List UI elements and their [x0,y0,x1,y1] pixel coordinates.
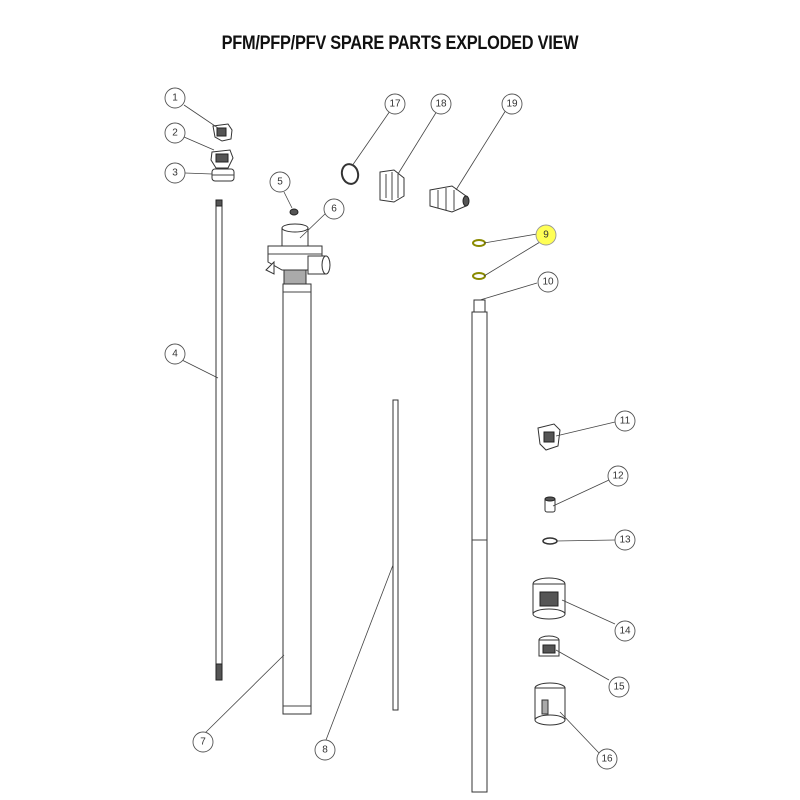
svg-text:17: 17 [389,99,401,110]
svg-text:10: 10 [542,277,554,288]
svg-text:8: 8 [322,745,328,756]
svg-text:11: 11 [620,416,631,427]
callout-13: 13 [614,529,636,551]
callout-14: 14 [614,620,636,642]
callout-11: 11 [614,410,636,432]
leader-9b [483,241,541,277]
leader-10 [479,282,538,301]
svg-text:6: 6 [331,204,337,215]
leader-4 [181,359,219,379]
part-17-gasket [340,163,360,185]
svg-text:12: 12 [612,471,624,482]
leader-3 [184,172,213,175]
callout-8: 8 [314,739,336,761]
part-16-foot-sleeve [534,682,566,726]
part-9-o-rings [472,239,486,280]
part-6-pump-head [265,223,331,287]
callout-9: 9 [535,224,557,246]
callout-15: 15 [608,676,630,698]
svg-text:3: 3 [172,168,178,179]
svg-text:4: 4 [172,349,178,360]
leader-14 [561,599,616,625]
part-2-coupling [210,149,234,169]
leader-19 [455,109,507,191]
leader-5 [283,191,293,209]
svg-text:1: 1 [172,93,178,104]
part-14-impeller-housing [532,577,566,620]
callout-1: 1 [164,87,186,109]
svg-text:13: 13 [619,535,631,546]
callout-5: 5 [269,171,291,193]
part-4-shaft [215,199,223,681]
leader-11 [555,421,616,437]
svg-text:2: 2 [172,128,178,139]
svg-text:14: 14 [619,626,631,637]
leader-16 [559,711,600,754]
callout-19: 19 [501,93,523,115]
leader-7 [204,654,285,734]
callout-7: 7 [192,731,214,753]
part-19-hose-tail [429,185,470,213]
callout-2: 2 [164,122,186,144]
page-title: PFM/PFP/PFV SPARE PARTS EXPLODED VIEW [221,33,579,54]
part-7-outer-tube [282,283,312,715]
leader-2 [183,136,215,151]
leader-lines [181,104,616,754]
leader-9a [483,233,538,244]
leader-8 [325,564,394,741]
part-10-inner-tube [471,299,488,793]
svg-text:19: 19 [506,99,518,110]
svg-text:5: 5 [277,177,283,188]
leader-6 [299,212,327,239]
part-8-rod [392,399,399,711]
leader-12 [552,479,610,507]
callout-16: 16 [596,748,618,770]
part-5-screw [289,208,299,216]
leader-13 [555,539,616,542]
svg-text:9: 9 [543,230,549,241]
svg-text:18: 18 [435,99,447,110]
svg-text:7: 7 [200,737,206,748]
callout-10: 10 [537,271,559,293]
callout-4: 4 [164,343,186,365]
part-13-o-ring [542,537,558,545]
callout-12: 12 [607,465,629,487]
callout-3: 3 [164,162,186,184]
leader-18 [397,110,438,175]
leader-15 [555,649,610,681]
callout-18: 18 [430,93,452,115]
part-18-union-nut [379,169,405,203]
leader-1 [183,104,219,129]
part-3-collar [211,168,235,182]
svg-text:15: 15 [613,682,625,693]
part-15-impeller [538,635,560,657]
leader-17 [351,110,391,167]
callout-17: 17 [384,93,406,115]
svg-text:16: 16 [601,754,613,765]
part-12-bushing [544,496,556,513]
callout-6: 6 [323,198,345,220]
part-11-clip [537,423,561,451]
